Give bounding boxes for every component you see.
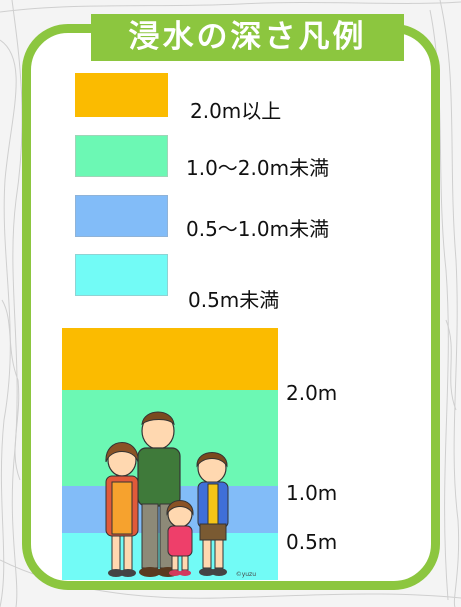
depth-marker-1m: 1.0m [286,481,338,505]
boy-figure [196,452,229,576]
legend-swatch-under-05m [75,254,168,296]
legend-swatch-1m-2m [75,135,168,177]
legend-label-over-2m: 2.0m以上 [190,99,282,123]
father-figure [137,411,181,577]
legend-swatch-over-2m [75,73,168,117]
depth-illustration: ©yuzu [62,328,278,580]
girl-figure [166,500,194,576]
family-illustration [105,411,229,577]
legend-swatch-05m-1m [75,195,168,237]
legend-label-1m-2m: 1.0〜2.0m未満 [186,156,330,180]
depth-marker-05m: 0.5m [286,530,338,554]
legend-label-under-05m: 0.5m未満 [188,288,280,312]
legend-title: 浸水の深さ凡例 [91,14,404,61]
depth-band-over-2m [62,328,278,390]
depth-marker-2m: 2.0m [286,381,338,405]
mother-figure [105,442,139,577]
copyright-text: ©yuzu [235,571,256,578]
legend-label-05m-1m: 0.5〜1.0m未満 [186,217,330,241]
